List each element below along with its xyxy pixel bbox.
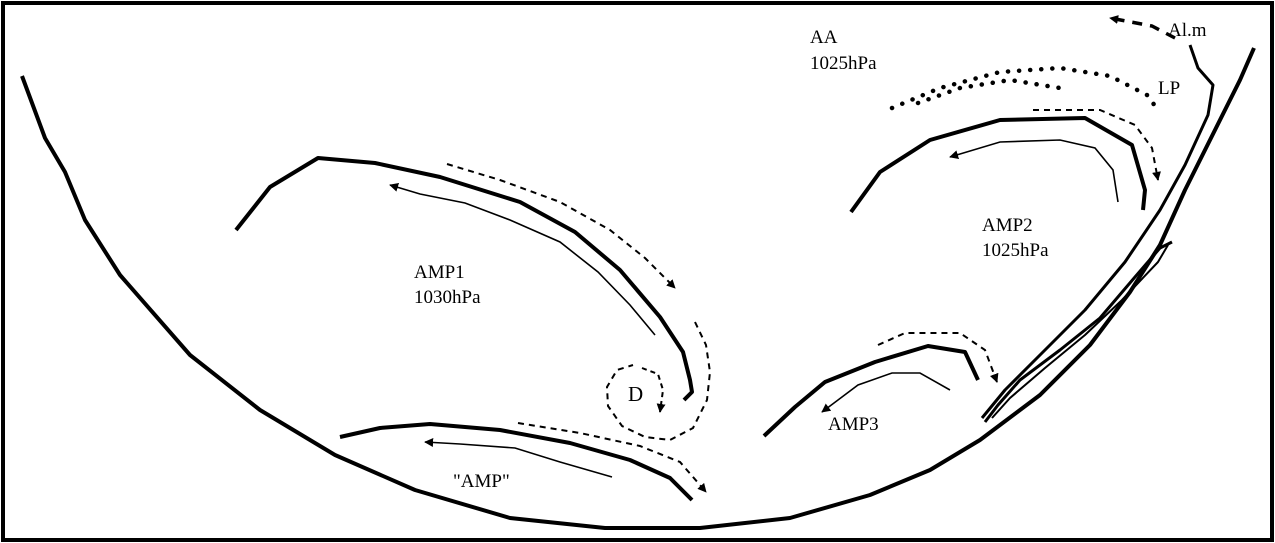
amp1-dashed-outer-arrow	[446, 163, 676, 289]
amp2-dashed-arrow	[1033, 109, 1161, 181]
amp1-label: AMP1	[414, 262, 465, 283]
alm-label: Al.m	[1168, 20, 1207, 41]
amp2-label: AMP2	[982, 215, 1033, 236]
aa-label: AA	[810, 27, 838, 48]
lp-dotted-arc-outer	[889, 65, 1161, 113]
amp3-dashed-arrow	[877, 332, 999, 383]
depression-label: D	[628, 382, 643, 406]
hemisphere-outline	[20, 47, 1256, 530]
amp-bottom-label: "AMP"	[453, 471, 510, 492]
amp1-dashed-edge	[605, 321, 712, 442]
alm-dashed-arrow	[1109, 15, 1176, 40]
amp2-pressure-label: 1025hPa	[982, 240, 1049, 261]
lp-dotted-arc-inner	[915, 77, 1063, 106]
amp1-flow-arrow	[389, 183, 656, 336]
amp1-front-line	[234, 156, 694, 402]
depression-dashed-arrow	[641, 367, 666, 413]
amp-bottom-dashed-arrow	[517, 422, 707, 493]
amp2-flow-arrow	[949, 139, 1119, 203]
alm-ridge-line-middle	[991, 244, 1169, 419]
amp3-label: AMP3	[828, 414, 879, 435]
alm-ridge-line-inner	[980, 44, 1215, 419]
lp-label: LP	[1158, 78, 1180, 99]
amp-bottom-front-line	[339, 422, 694, 502]
amp-bottom-flow-arrow	[424, 437, 613, 478]
amp3-front-line	[762, 344, 980, 438]
amp3-flow-arrow	[821, 372, 951, 413]
amp2-front-line	[849, 116, 1147, 214]
aa-pressure-label: 1025hPa	[810, 53, 877, 74]
alm-ridge-line-outer	[983, 240, 1173, 423]
amp1-pressure-label: 1030hPa	[414, 287, 481, 308]
